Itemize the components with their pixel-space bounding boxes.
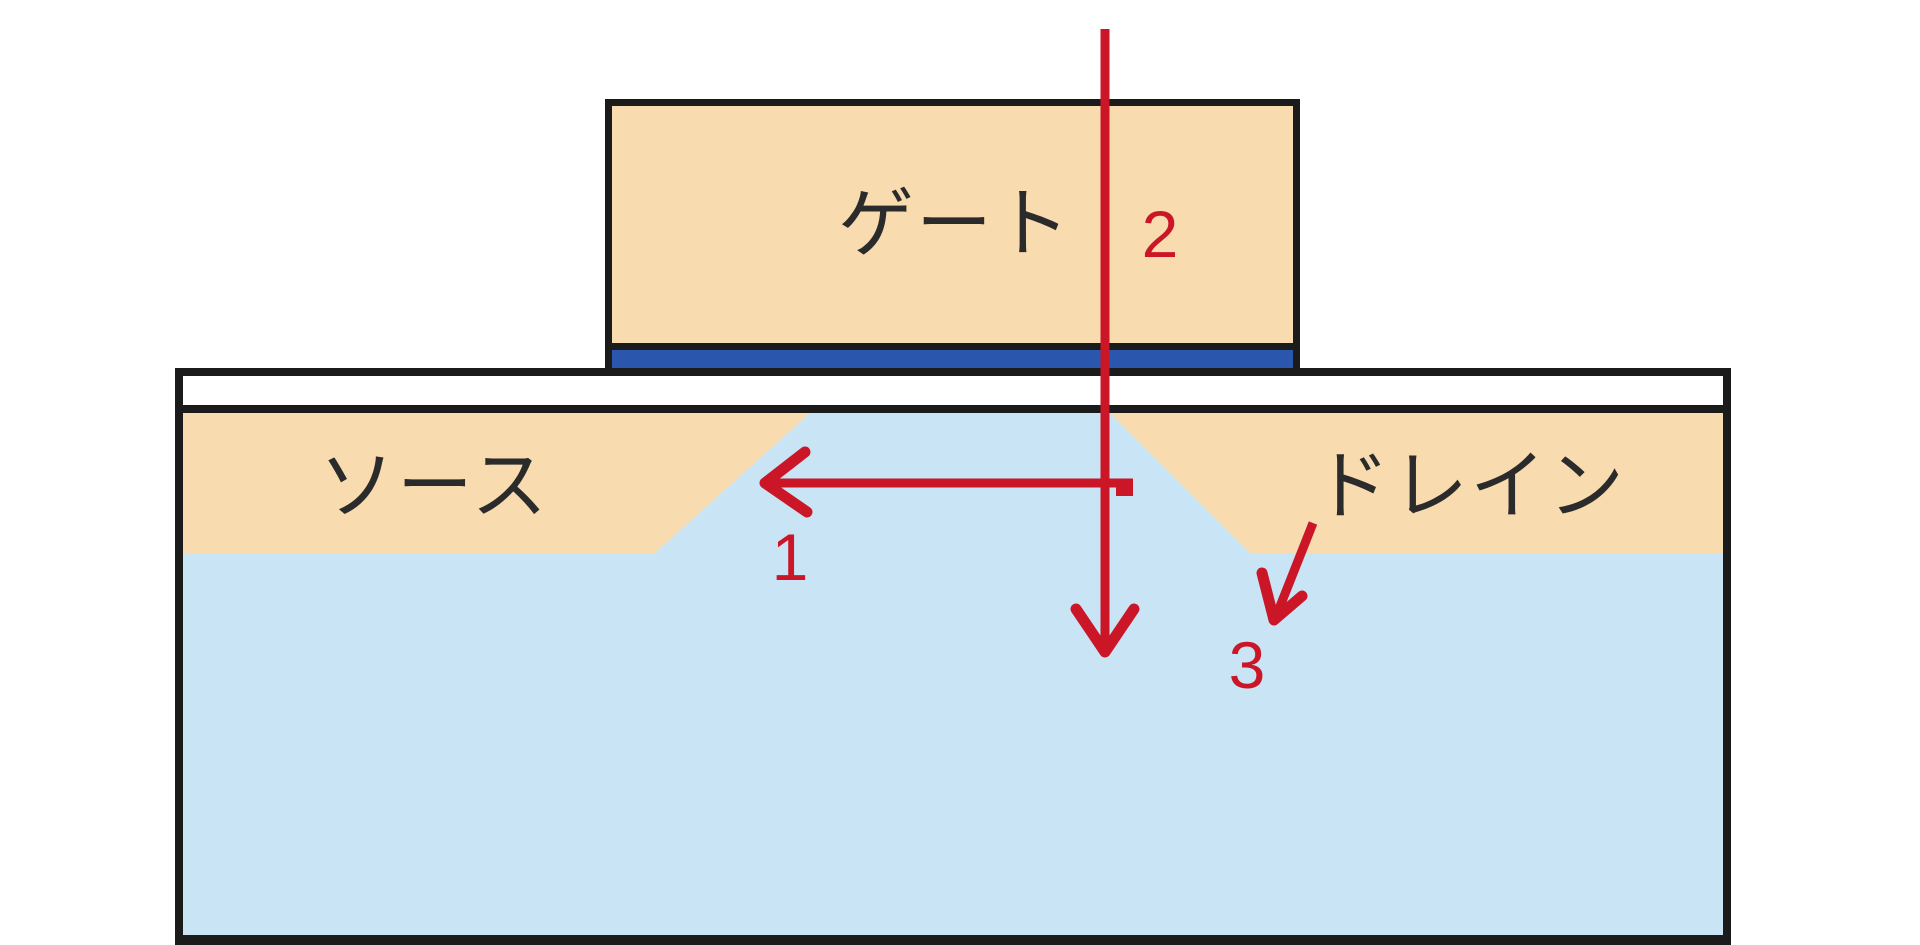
arrow-3-shaft [1272,521,1318,616]
drain-label: ドレイン [1314,444,1626,529]
step-marker-2: 2 [1142,197,1179,271]
gate-oxide-layer [612,350,1293,368]
drain-region [1110,413,1723,553]
arrow-1-head [759,446,813,518]
source-region [183,413,810,553]
arrow-2-head [1070,603,1140,658]
arrow-3-head [1256,567,1308,626]
surface-oxide-strip [183,376,1723,405]
step-marker-1: 1 [772,520,809,594]
gate-body [612,106,1293,343]
gate-label: ゲート [838,182,1072,267]
source-label: ソース [319,444,549,529]
step-marker-3: 3 [1229,628,1266,702]
